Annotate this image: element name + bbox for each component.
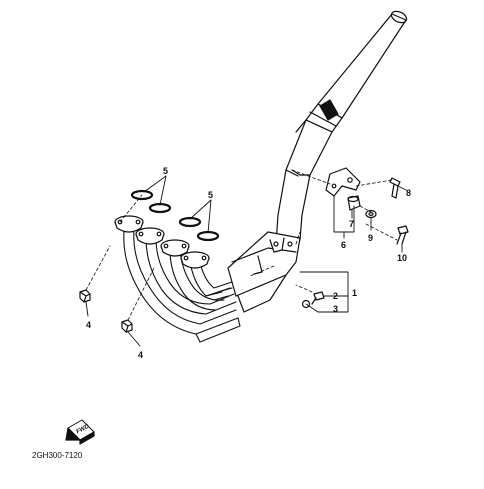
- fwd-badge: FWD: [65, 419, 95, 445]
- callout-3: 3: [333, 304, 338, 314]
- joint-bolt-and-gasket: [301, 291, 325, 309]
- callout-numbers: 1 2 3 4 4 5 5 6 7 8 9 10: [86, 166, 411, 360]
- callout-8: 8: [406, 188, 411, 198]
- flange-cyl-4: [180, 251, 210, 269]
- exhaust-header-pipes: [123, 229, 241, 343]
- callout-10: 10: [397, 253, 407, 263]
- washer-9: [365, 209, 377, 219]
- callout-4-right: 4: [138, 350, 143, 360]
- muffler-bracket: [325, 167, 361, 211]
- collector-box: [227, 231, 301, 313]
- flange-cyl-2: [135, 227, 165, 245]
- flange-cyl-3: [160, 239, 190, 257]
- flange-cyl-1: [114, 215, 144, 233]
- callout-1: 1: [352, 288, 357, 298]
- gasket: [130, 189, 154, 201]
- bolt-8: [389, 177, 401, 199]
- bolt-10: [396, 225, 409, 245]
- header-flanges: [114, 215, 210, 269]
- drawing-code: 2GH300-7120: [32, 451, 83, 460]
- callout-leaders: [85, 175, 407, 347]
- callout-6: 6: [341, 240, 346, 250]
- callout-4-left: 4: [86, 320, 91, 330]
- gasket: [178, 216, 202, 228]
- callout-5-left: 5: [163, 166, 168, 176]
- leader-lines: [85, 169, 398, 321]
- callout-5-right: 5: [208, 190, 213, 200]
- callout-2: 2: [333, 291, 338, 301]
- callout-9: 9: [368, 233, 373, 243]
- callout-7: 7: [349, 219, 354, 229]
- muffler: [305, 10, 408, 133]
